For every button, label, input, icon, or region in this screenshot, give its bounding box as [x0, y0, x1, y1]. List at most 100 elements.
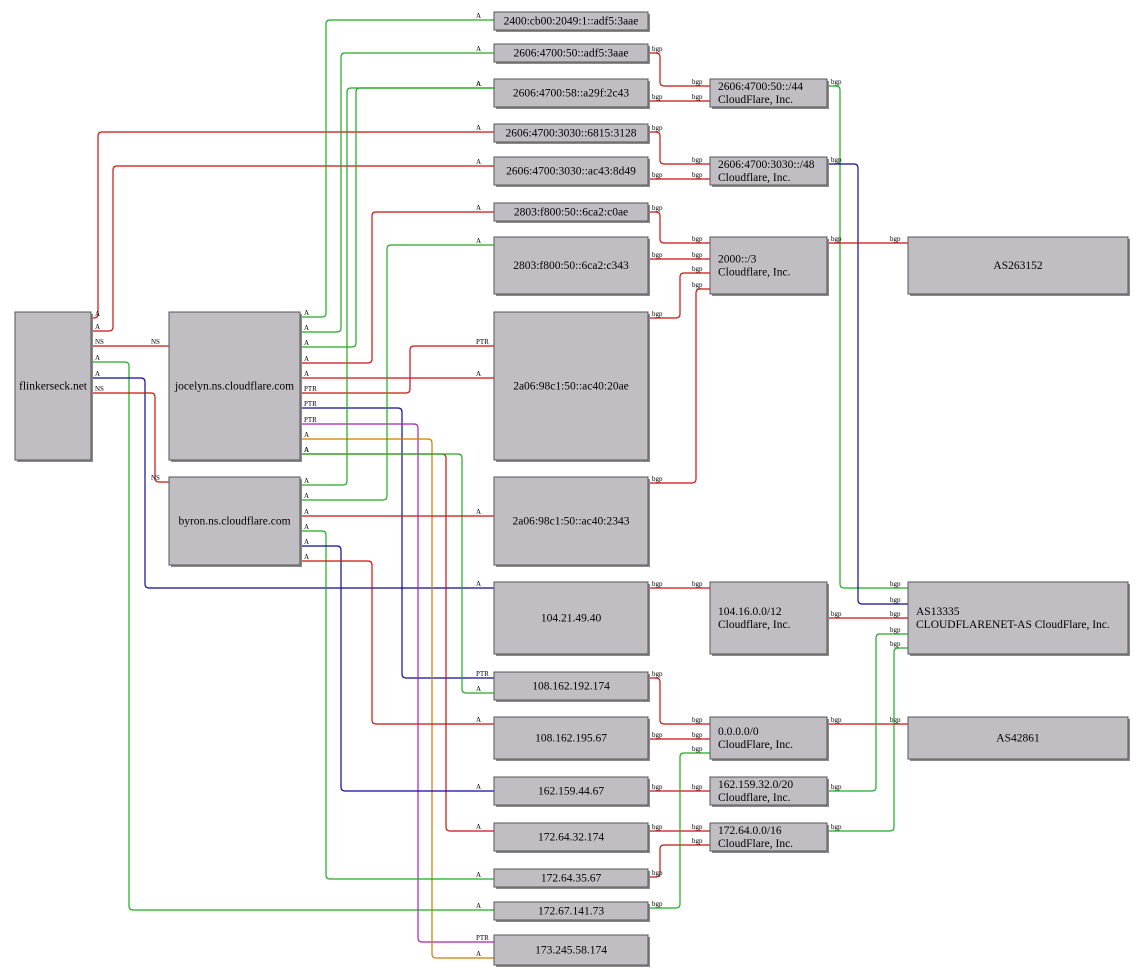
- node-label: 2000::/3: [718, 254, 757, 266]
- node-ip108a[interactable]: 108.162.192.174: [493, 671, 650, 702]
- edge-label-target: bgp: [692, 235, 703, 243]
- edge-label-target: bgp: [890, 596, 901, 604]
- edge-line: [300, 87, 494, 486]
- edge-label-source: bgp: [652, 823, 663, 831]
- node-ip172b[interactable]: 172.64.35.67: [493, 868, 650, 889]
- edge-byron-ip2606b: AA: [300, 80, 494, 486]
- edge-label-source: NS: [95, 338, 104, 346]
- node-label: 104.21.49.40: [541, 613, 602, 625]
- node-box: [493, 202, 649, 222]
- edge-label-source: bgp: [652, 580, 663, 588]
- node-ip173[interactable]: 173.245.58.174: [493, 934, 650, 967]
- node-ip2606b[interactable]: 2606:4700:58::a29f:2c43: [493, 78, 650, 109]
- edge-line: [91, 361, 494, 911]
- node-byron[interactable]: byron.ns.cloudflare.com: [168, 476, 302, 567]
- edge-label-source: bgp: [652, 475, 663, 483]
- edge-line: [91, 131, 494, 319]
- node-ip162[interactable]: 162.159.44.67: [493, 776, 650, 807]
- edge-label-source: bgp: [831, 156, 842, 164]
- edge-label-source: bgp: [652, 124, 663, 132]
- node-box: [493, 822, 649, 852]
- node-ip108b[interactable]: 108.162.195.67: [493, 716, 650, 761]
- node-label: AS263152: [993, 260, 1042, 272]
- node-label: Cloudflare, Inc.: [718, 172, 791, 184]
- edge-flinkerseck-ip2606d: AA: [91, 158, 494, 332]
- edge-label-source: bgp: [652, 900, 663, 908]
- node-box: [493, 671, 649, 701]
- node-box: [709, 581, 828, 655]
- node-ip2606c[interactable]: 2606:4700:3030::6815:3128: [493, 123, 650, 144]
- edge-byron-ip172b: AA: [300, 523, 494, 880]
- nodes-layer: flinkerseck.net jocelyn.ns.cloudflare.com…: [14, 11, 1130, 967]
- edge-label-target: bgp: [692, 580, 703, 588]
- node-label: CloudFlare, Inc.: [718, 94, 793, 106]
- edge-jocelyn-ip2803a: AA: [300, 204, 494, 364]
- edge-label-target: A: [476, 45, 481, 53]
- node-label: AS13335: [916, 606, 960, 618]
- node-jocelyn[interactable]: jocelyn.ns.cloudflare.com: [168, 311, 302, 462]
- node-as263152[interactable]: AS263152: [907, 236, 1130, 296]
- node-ip2400[interactable]: 2400:cb00:2049:1::adf5:3aae: [493, 11, 650, 32]
- node-ip2606a[interactable]: 2606:4700:50::adf5:3aae: [493, 43, 650, 64]
- node-flinkerseck[interactable]: flinkerseck.net: [14, 311, 93, 462]
- node-ip2803a[interactable]: 2803:f800:50::6ca2:c0ae: [493, 202, 650, 223]
- edge-line: [300, 19, 494, 318]
- edge-line: [648, 272, 710, 319]
- edge-label-target: bgp: [692, 265, 703, 273]
- edge-jocelyn-ip108a: AA: [300, 446, 494, 694]
- node-ip2a06b[interactable]: 2a06:98c1:50::ac40:2343: [493, 476, 650, 567]
- node-label: AS42861: [996, 733, 1040, 745]
- edge-label-source: PTR: [304, 416, 317, 424]
- edge-line: [648, 677, 710, 725]
- edge-label-target: A: [476, 902, 481, 910]
- node-label: byron.ns.cloudflare.com: [178, 516, 290, 528]
- edge-line: [648, 752, 710, 909]
- edge-line: [827, 163, 908, 605]
- edge-label-target: bgp: [692, 93, 703, 101]
- node-label: jocelyn.ns.cloudflare.com: [174, 381, 294, 393]
- edge-label-target: A: [476, 823, 481, 831]
- node-label: CLOUDFLARENET-AS CloudFlare, Inc.: [916, 619, 1110, 631]
- edge-flinkerseck-ip104: AA: [91, 370, 494, 589]
- edge-label-source: bgp: [652, 310, 663, 318]
- node-box: [493, 311, 649, 461]
- edge-line: [827, 647, 908, 832]
- node-as42861[interactable]: AS42861: [907, 716, 1130, 761]
- edge-line: [300, 244, 494, 501]
- edge-label-target: A: [476, 80, 481, 88]
- edge-label-source: bgp: [831, 716, 842, 724]
- edge-label-target: A: [476, 783, 481, 791]
- node-ip172a[interactable]: 172.64.32.174: [493, 822, 650, 853]
- node-label: 173.245.58.174: [535, 945, 607, 957]
- node-box: [709, 716, 828, 760]
- edge-label-target: A: [476, 685, 481, 693]
- node-ip172c[interactable]: 172.67.141.73: [493, 901, 650, 922]
- node-ip2a06a[interactable]: 2a06:98c1:50::ac40:20ae: [493, 311, 650, 462]
- edge-line: [300, 453, 494, 832]
- edge-label-target: bgp: [692, 837, 703, 845]
- node-box: [168, 311, 301, 461]
- node-label: 172.64.35.67: [541, 873, 602, 885]
- node-ip2606d[interactable]: 2606:4700:3030::ac43:8d49: [493, 156, 650, 187]
- edge-label-target: A: [476, 80, 481, 88]
- node-ip2803b[interactable]: 2803:f800:50::6ca2:c343: [493, 236, 650, 296]
- node-box: [907, 236, 1129, 295]
- node-box: [168, 476, 301, 566]
- node-ip104[interactable]: 104.21.49.40: [493, 581, 650, 656]
- edge-label-source: bgp: [652, 783, 663, 791]
- node-box: [493, 934, 649, 966]
- edge-label-target: bgp: [692, 78, 703, 86]
